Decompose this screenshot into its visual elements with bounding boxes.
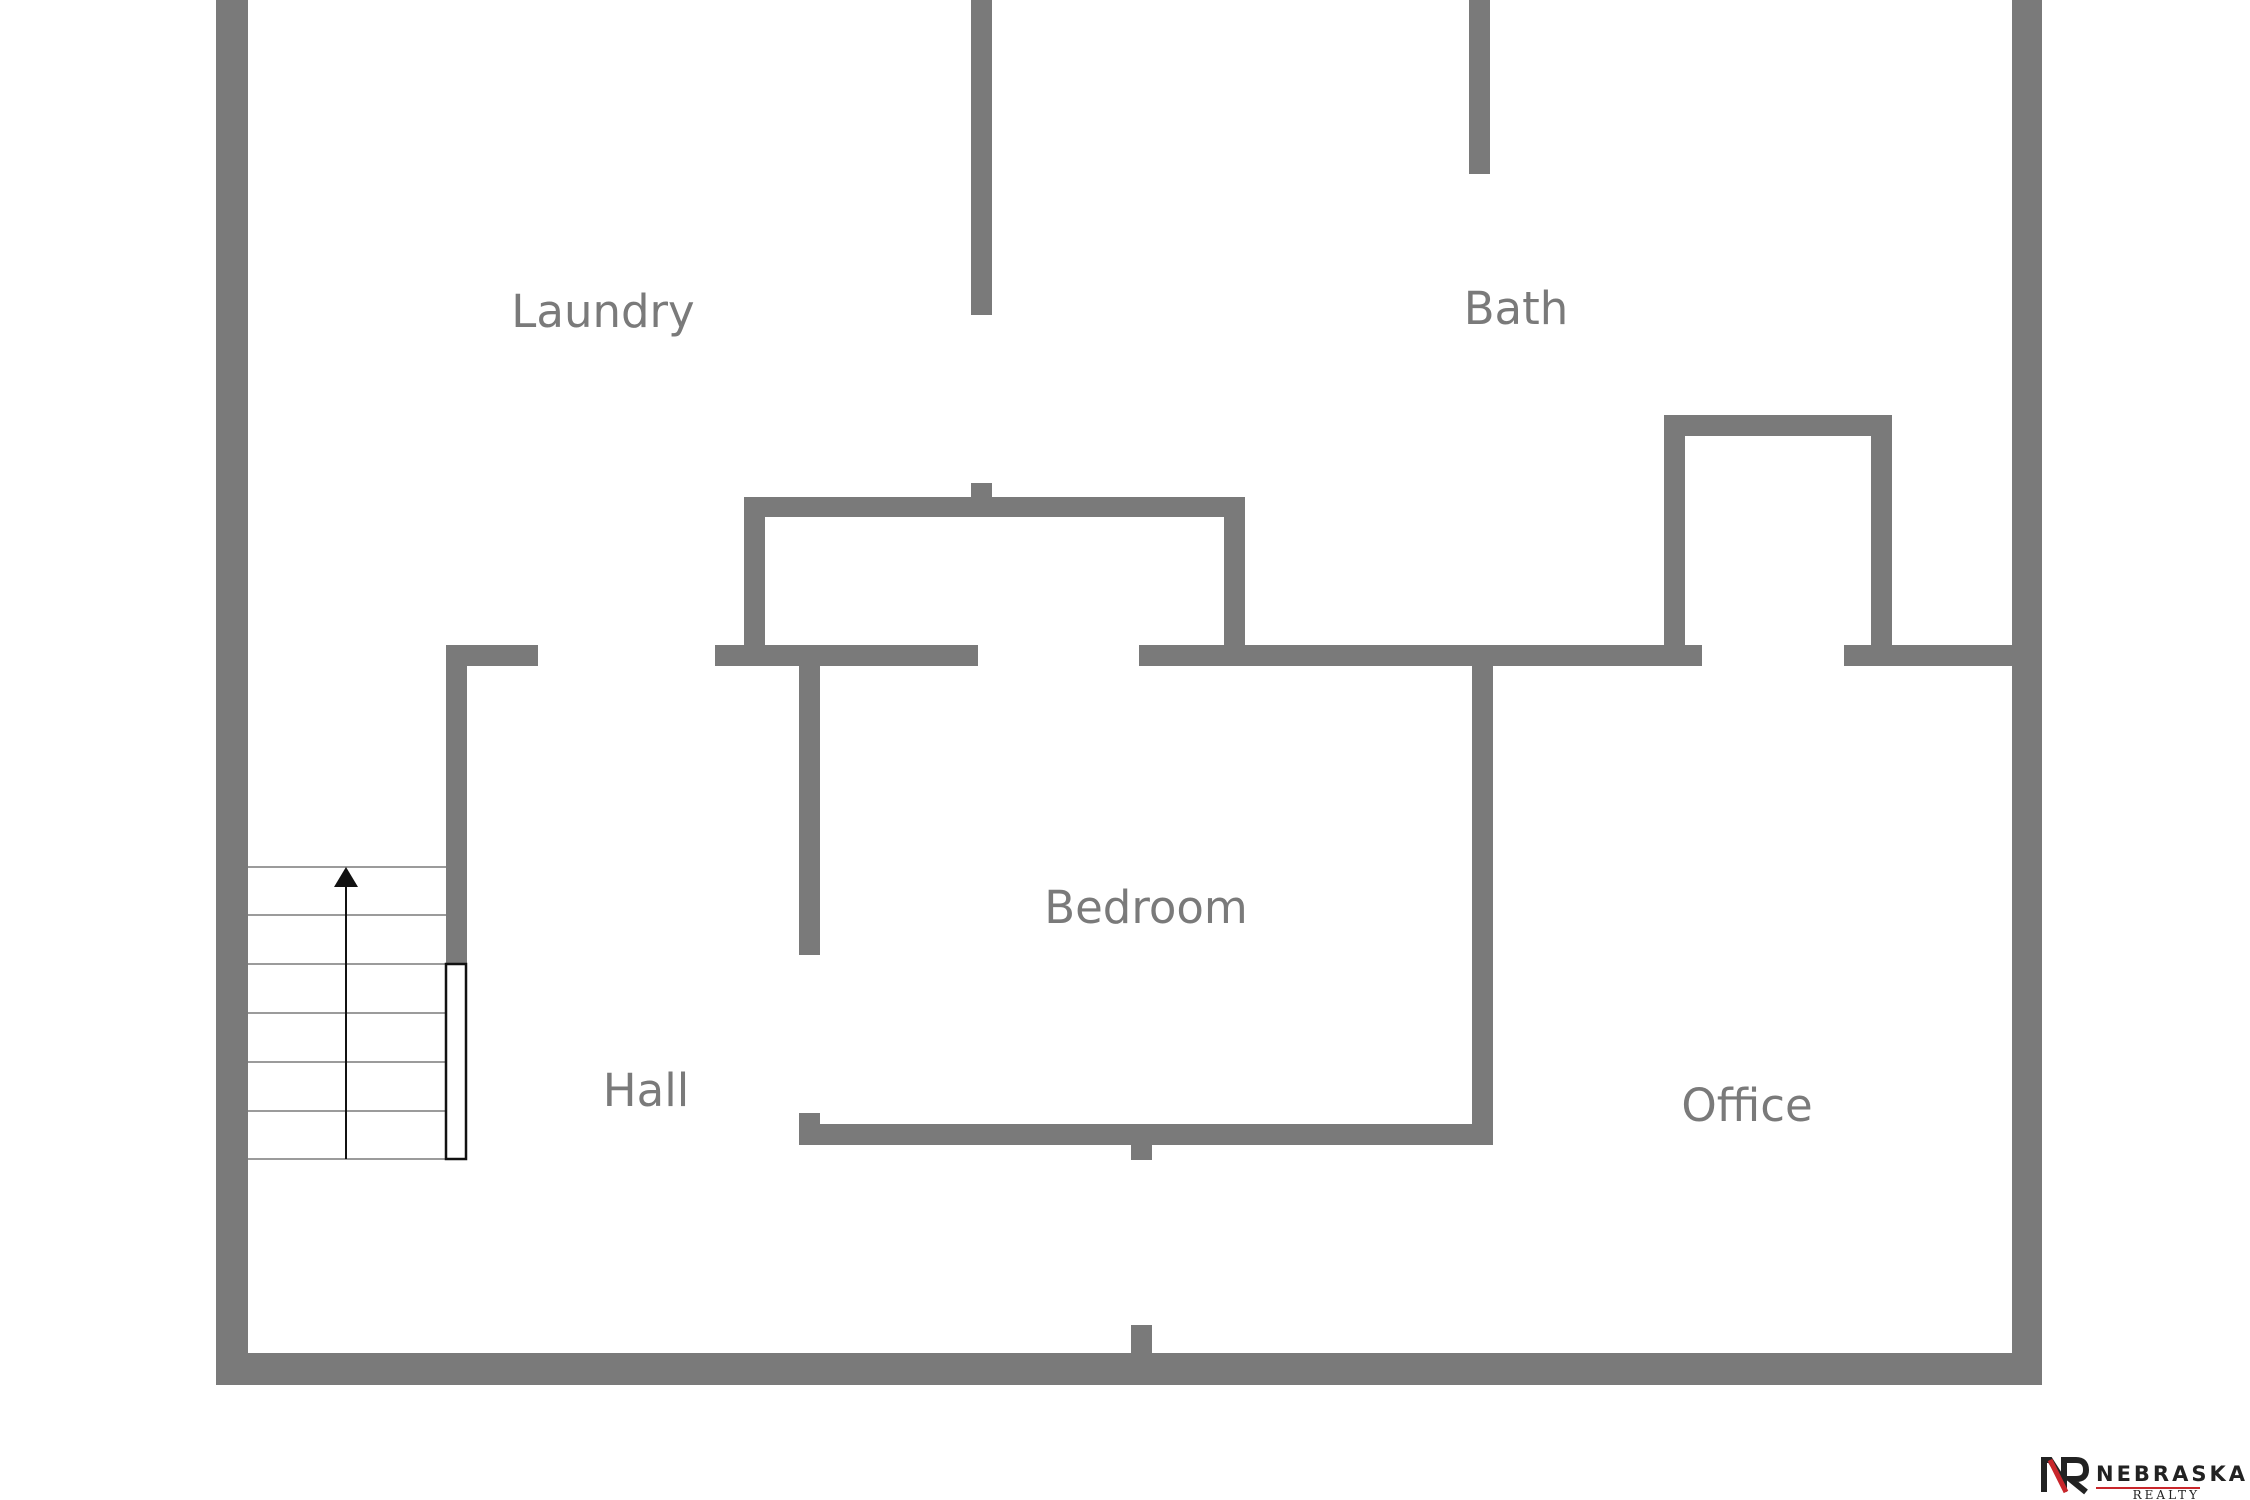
bath-closet-wall-left	[1664, 415, 1685, 664]
interior-wall-h-3	[1139, 645, 1702, 666]
hall-office-wall-stub-top	[1131, 1124, 1152, 1160]
wall-bath-partition	[1469, 0, 1490, 174]
interior-wall-h-2	[715, 645, 978, 666]
brand-subtitle: REALTY	[2133, 1488, 2200, 1500]
stairs-up-arrow	[334, 867, 358, 1159]
bedroom-wall-left	[799, 645, 820, 955]
room-label-bath: Bath	[1464, 282, 1569, 335]
room-label-laundry: Laundry	[511, 285, 694, 338]
brokerage-logo: NEBRASKA REALTY	[2041, 1457, 2248, 1500]
wall-laundry-bath-stub	[971, 483, 992, 500]
bedroom-wall-right	[1472, 645, 1493, 1145]
room-label-hall: Hall	[603, 1064, 689, 1117]
room-label-office: Office	[1681, 1079, 1812, 1132]
stair-railing	[444, 962, 468, 1161]
hall-wall-left	[446, 645, 467, 963]
exterior-wall-bottom	[216, 1353, 2042, 1385]
exterior-wall-right	[2012, 0, 2042, 1385]
wall-laundry-bath-upper	[971, 0, 992, 315]
bath-closet-wall-right	[1871, 415, 1892, 664]
hall-office-wall-stub-bottom	[1131, 1325, 1152, 1355]
interior-wall-h-4	[1844, 645, 2012, 666]
nr-monogram-icon	[2041, 1457, 2090, 1495]
closet-wall-top	[744, 497, 1245, 517]
interior-wall-h-1	[446, 645, 538, 666]
closet-wall-right	[1224, 497, 1245, 664]
bath-closet-wall-top	[1664, 415, 1892, 436]
brand-name: NEBRASKA	[2096, 1462, 2248, 1486]
room-label-bedroom: Bedroom	[1044, 881, 1248, 934]
closet-wall-left	[744, 497, 765, 664]
exterior-wall-left	[216, 0, 248, 1385]
walls	[216, 0, 2042, 1385]
staircase	[248, 866, 468, 1161]
